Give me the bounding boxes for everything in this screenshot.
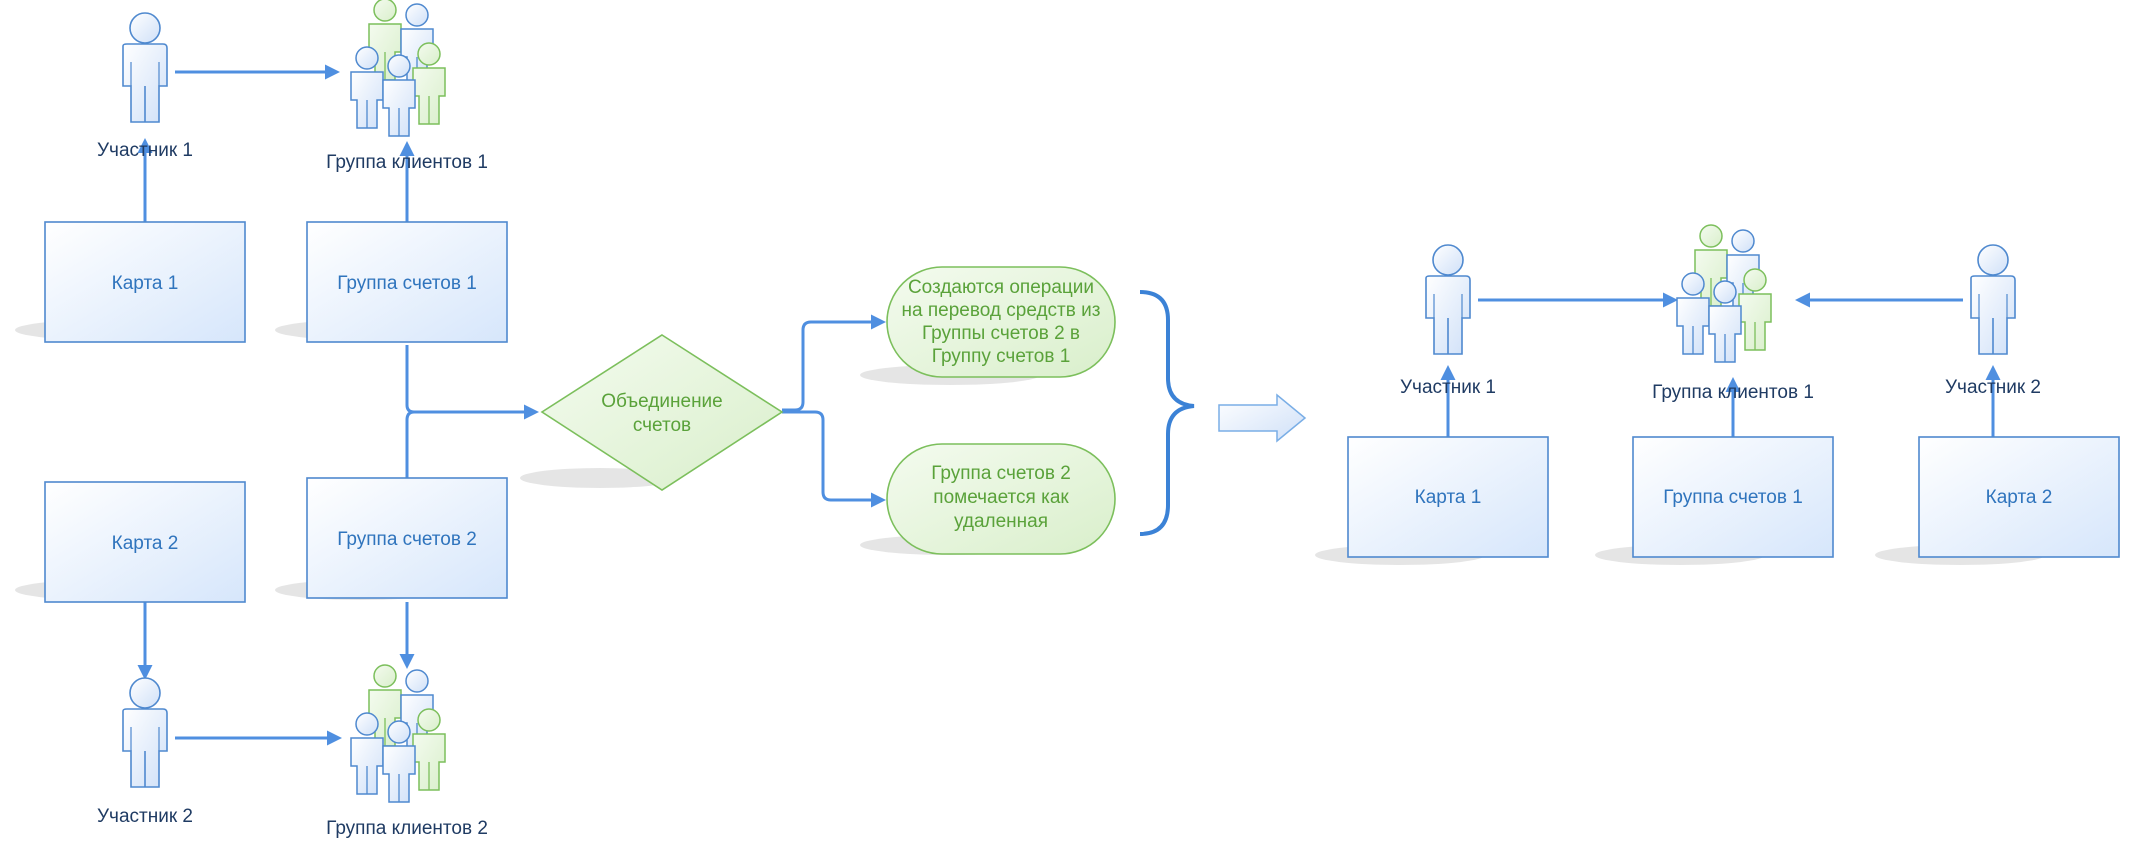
r-card2-label: Карта 2 <box>1986 487 2053 508</box>
curly-brace <box>1139 290 1195 536</box>
result-arrow <box>1218 393 1307 443</box>
client-group1-label: Группа клиентов 1 <box>326 152 488 173</box>
client-group2-label: Группа клиентов 2 <box>326 818 488 839</box>
account-group2-box <box>306 477 508 599</box>
merge-label-line1: Объединение <box>601 391 723 412</box>
operations-line3: Группы счетов 2 в <box>922 323 1080 344</box>
create-transfer-operations-node <box>886 266 1116 378</box>
merge-accounts-decision <box>540 334 784 491</box>
r-card1-label: Карта 1 <box>1415 487 1482 508</box>
operations-line2: на перевод средств из <box>902 300 1101 321</box>
mark-deleted-line3: удаленная <box>954 511 1048 532</box>
client-group1-icon <box>351 0 445 136</box>
operations-line4: Группу счетов 1 <box>932 346 1071 367</box>
r-participant2-label: Участник 2 <box>1945 377 2041 398</box>
participant2-label: Участник 2 <box>97 806 193 827</box>
account-group1-label: Группа счетов 1 <box>337 273 477 294</box>
edge-merge-operations <box>782 314 886 412</box>
card1-label: Карта 1 <box>112 273 179 294</box>
edge-accountgroup2-merge <box>405 410 415 478</box>
operations-line1: Создаются операции <box>908 277 1094 298</box>
account-group1-box <box>306 221 508 343</box>
participant1-label: Участник 1 <box>97 140 193 161</box>
edge-merge-mark-deleted <box>782 410 886 508</box>
r-account-group1-box <box>1632 436 1834 558</box>
mark-deleted-line1: Группа счетов 2 <box>931 463 1071 484</box>
r-client-group1-label: Группа клиентов 1 <box>1652 382 1814 403</box>
r-client-group1-icon <box>1677 225 1771 362</box>
r-account-group1-label: Группа счетов 1 <box>1663 487 1803 508</box>
account-group2-label: Группа счетов 2 <box>337 529 477 550</box>
r-card2-box <box>1918 436 2120 558</box>
edge-accountgroup1-merge <box>405 345 539 420</box>
mark-deleted-line2: помечается как <box>933 487 1069 508</box>
participant1-icon <box>122 12 168 123</box>
card2-box <box>44 481 246 603</box>
r-participant2-icon <box>1970 244 2016 355</box>
r-card1-box <box>1347 436 1549 558</box>
mark-deleted-node <box>886 443 1116 555</box>
r-participant1-label: Участник 1 <box>1400 377 1496 398</box>
merge-label-line2: счетов <box>633 415 691 436</box>
r-participant1-icon <box>1425 244 1471 355</box>
participant2-icon <box>122 677 168 788</box>
client-group2-icon <box>351 665 445 802</box>
card2-label: Карта 2 <box>112 533 179 554</box>
card1-box <box>44 221 246 343</box>
